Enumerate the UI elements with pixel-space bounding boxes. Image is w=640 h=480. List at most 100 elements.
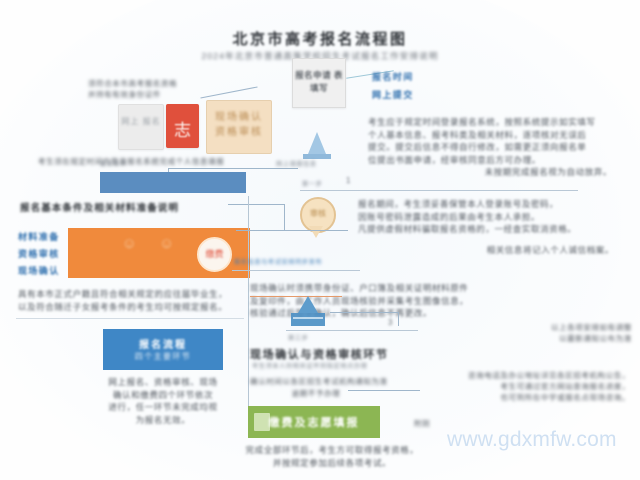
section-rule <box>232 270 360 271</box>
note-line: 逾期不予办理 <box>291 389 341 398</box>
paragraph-line: 因账号密码泄露造成的后果由考生本人承担。 <box>358 211 541 222</box>
banner-illustration: ☺☺ <box>121 235 197 252</box>
badge-glyph: 审核 <box>310 209 326 218</box>
illustration-caption: 网上填报信息 <box>276 160 317 169</box>
building-base <box>291 313 325 326</box>
audit-badge-icon: 审核 <box>296 195 336 239</box>
lower-paragraph: 现场确认时须携带身份证、户口簿及相关证明材料原件 及复印件，由工作人员现场核验并… <box>250 282 468 320</box>
landmark-illustration-icon <box>295 130 339 162</box>
right-tail-note: 以上各项安排如有调整 以最新通知公布为准 <box>400 322 632 344</box>
banner-side-label-2: 资格审核 <box>18 249 60 259</box>
note-line: 以上各项安排如有调整 <box>551 323 632 332</box>
blue-box-line-1: 报名流程 <box>139 340 187 351</box>
paragraph-line: 位提出书面申请，经审核同意后方可办理。 <box>368 154 541 165</box>
paragraph-line: 以及符合随迁子女报考条件的考生均可按规定报名。 <box>18 301 228 312</box>
rule-caption: 报名信息与考试安排同步发布 <box>234 258 322 267</box>
step-marker-3: 3 <box>388 318 393 327</box>
caption-line: 报名条件 <box>100 161 128 168</box>
caption-line: 报名信息与考试安排同步发布 <box>234 259 323 266</box>
paragraph-line: 现场确认时须携带身份证、户口簿及相关证明材料原件 <box>250 283 469 293</box>
clipboard-icon <box>254 413 270 431</box>
paragraph-line: 完成全部环节后，考生方可取得报考资格， <box>245 445 419 455</box>
paragraph-line: 核验通过后签字确认，确认后信息不再更改。 <box>250 308 433 318</box>
institution-building-icon <box>288 296 328 334</box>
rule-caption: 第一步 <box>302 180 322 189</box>
caption-line: 第三步 <box>288 335 309 342</box>
top-right-label-2: 网上提交 <box>372 90 414 100</box>
center-mid-paragraph-tail: 相关信息将记入个人诚信档案。 <box>352 244 614 257</box>
orange-process-banner: ☺☺ 缴费 <box>68 228 250 278</box>
connector-line <box>398 312 399 326</box>
connector-line <box>200 86 258 99</box>
application-form-card[interactable]: 报名申请 表填写 <box>292 58 346 108</box>
center-paragraph-under-green: 完成全部环节后，考生方可取得报考资格， 并按规定参加后续各项考试。 <box>198 444 466 469</box>
caption-line: 网上填报信息 <box>276 161 317 168</box>
paragraph-line: 也可到所在中学或报名点现场咨询。 <box>500 393 630 402</box>
green-banner-label: 缴费及志愿填报 <box>268 417 360 429</box>
paragraph-line: 并按规定参加后续各项考试。 <box>272 457 392 468</box>
connector-line <box>284 204 285 230</box>
top-right-label-1: 报名时间 <box>372 72 414 82</box>
vertical-spine <box>248 196 249 428</box>
center-note: 确认时间以各区招生考试机构通知为准 <box>250 376 388 387</box>
paragraph-line: 考生应于规定时间登录报名系统，按照系统提示如实填写 <box>368 117 596 127</box>
network-registration-card[interactable]: 网上 报名 <box>118 104 164 150</box>
paragraph-line: 为报名无效。 <box>135 414 191 425</box>
gray-card-glyph: 网上 报名 <box>121 117 161 126</box>
step-marker-1: 1 <box>346 176 351 185</box>
left-paragraph-under-banner: 具有本市正式户籍且符合相关规定的应往届毕业生， 以及符合随迁子女报考条件的考生均… <box>18 288 227 313</box>
right-bottom-paragraph: 咨询电话及办公地址详见各区招考机构公告， 考生可通过官方网站查询报名进度， 也可… <box>392 370 630 403</box>
paragraph-line: 凡提供虚假材料骗取报名资格的，一经查实取消资格。 <box>358 224 577 234</box>
rule-caption: 第三步 <box>288 334 308 343</box>
caption-line: 考生须本人持相关证件到指定地点办理 <box>252 363 368 370</box>
highlight-underline <box>250 296 342 297</box>
paragraph-line: 报名期间，考生须妥善保管本人登录账号及密码， <box>358 199 559 209</box>
label-line: 附则 <box>414 419 431 428</box>
top-right-paragraph-tail: 未按期完成报名视为自动放弃。 <box>366 166 612 179</box>
note-line: 以最新通知公布为准 <box>559 334 632 343</box>
payment-coin-icon: 缴费 <box>197 237 232 272</box>
paragraph-line: 进行，任一环节未完成均视 <box>108 402 218 412</box>
blue-box-line-2: 四个主要环节 <box>134 352 192 361</box>
center-section-title: 现场确认与资格审核环节 <box>250 349 389 361</box>
connector-line <box>236 230 348 231</box>
onsite-confirmation-card[interactable]: 现场确认 资格审核 <box>206 100 272 154</box>
banner-side-label-3: 现场确认 <box>18 266 60 276</box>
banner-side-label-1: 材料准备 <box>18 232 60 242</box>
caption-line: 第一步 <box>302 181 323 188</box>
section-rule <box>300 190 578 191</box>
note-line: 须符合本市高考报名资格 <box>88 79 178 88</box>
coin-glyph: 缴费 <box>205 249 224 259</box>
note-line: 确认时间以各区招生考试机构通知为准 <box>250 377 388 386</box>
paragraph-line: 确认和缴费四个环节依次 <box>112 389 214 400</box>
top-right-paragraph: 考生应于规定时间登录报名系统，按照系统提示如实填写 个人基本信息、报考科类及相关… <box>368 116 596 166</box>
volunteer-icon: 志 <box>174 121 191 140</box>
connector-line <box>168 168 298 169</box>
section-divider <box>16 318 244 319</box>
center-mid-paragraph: 报名期间，考生须妥善保管本人登录账号及密码， 因账号密码泄露造成的后果由考生本人… <box>358 198 576 236</box>
section-rule <box>286 330 418 331</box>
top-center-note-block: 须符合本市高考报名资格 并持有有效身份证件 <box>88 78 177 100</box>
tan-card-glyph: 现场确认 资格审核 <box>215 112 263 138</box>
paragraph-line: 网上报名、资格审核、现场 <box>108 377 218 387</box>
top-left-caption: 考生须在规定时间内登录报名系统完成个人信息填报 <box>38 156 224 167</box>
note-line: 并持有有效身份证件 <box>88 90 161 99</box>
doc-card-glyph: 报名申请 表填写 <box>295 70 343 93</box>
connector-line <box>228 204 284 205</box>
paragraph-line: 考生可通过官方网站查询报名进度， <box>500 382 630 391</box>
connector-line <box>348 390 420 391</box>
paragraph-line: 未按期完成报名视为自动放弃。 <box>484 167 612 177</box>
process-summary-box: 报名流程 四个主要环节 <box>103 329 223 370</box>
left-accent-bar <box>100 172 246 193</box>
payment-and-choice-banner: 缴费及志愿填报 <box>248 406 380 438</box>
center-section-subtitle: 考生须本人持相关证件到指定地点办理 <box>252 362 367 371</box>
left-paragraph-under-box: 网上报名、资格审核、现场 确认和缴费四个环节依次 进行，任一环节未完成均视 为报… <box>96 376 230 426</box>
paragraph-line: 个人基本信息、报考科类及相关材料，逐项核对无误后 <box>368 129 587 140</box>
page-subtitle: 2024年北京市普通高等学校招生考试报名工作安排说明 <box>201 51 439 61</box>
paragraph-line: 相关信息将记入个人诚信档案。 <box>486 245 614 255</box>
paragraph-line: 具有本市正式户籍且符合相关规定的应往届毕业生， <box>18 289 228 299</box>
page-title: 北京市高考报名流程图 <box>232 31 408 48</box>
volunteer-icon-card[interactable]: 志 <box>166 104 199 148</box>
top-center-note-above: 报名条件 <box>100 160 127 169</box>
